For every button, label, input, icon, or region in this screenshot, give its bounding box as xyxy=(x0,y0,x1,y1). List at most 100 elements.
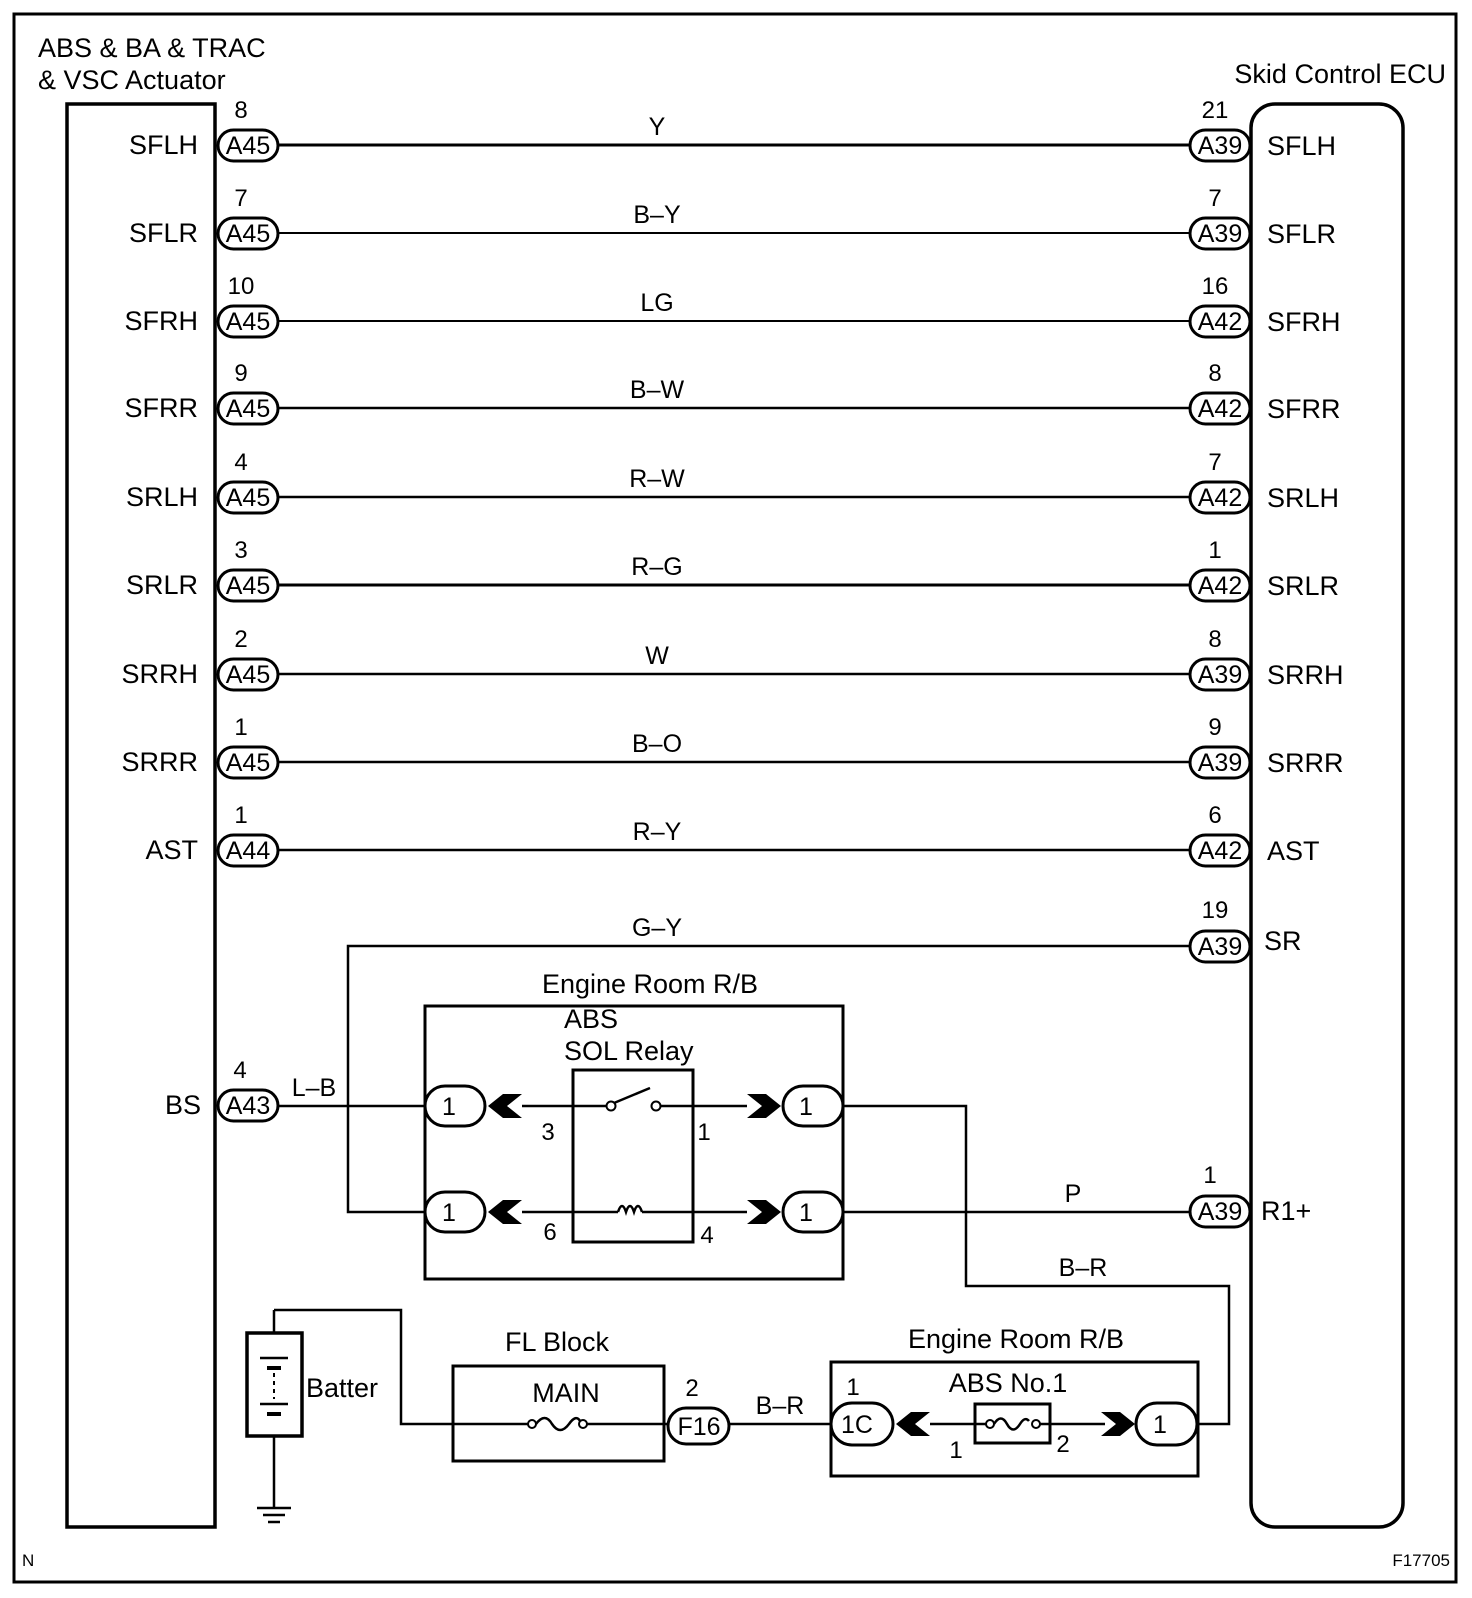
left-signal-label: SFLR xyxy=(129,218,198,248)
fuse-box-title: Engine Room R/B xyxy=(908,1324,1124,1354)
fl-fuse-icon xyxy=(535,1416,582,1432)
left-connector-label: A44 xyxy=(226,837,271,865)
bs-wire-color: L–B xyxy=(292,1074,336,1102)
fuse-box-in-connector xyxy=(829,1401,895,1447)
wire-color-label: R–W xyxy=(629,465,685,493)
relay-label-2: SOL Relay xyxy=(564,1036,694,1066)
right-connector xyxy=(1188,216,1252,251)
fuse-pin-2: 2 xyxy=(1056,1431,1069,1458)
right-connector-label: A42 xyxy=(1198,484,1242,512)
diagram-frame xyxy=(12,12,1458,1584)
relay-switch-blade xyxy=(613,1086,651,1105)
r1-pin: 1 xyxy=(1203,1162,1216,1189)
left-signal-label: SFRH xyxy=(125,306,199,336)
fuse-box-out-connector-label: 1 xyxy=(1153,1411,1167,1439)
left-connector xyxy=(216,391,280,426)
wire-color-label: Y xyxy=(649,113,666,141)
wire-color-label: B–O xyxy=(632,730,682,758)
left-signal-label: SRLR xyxy=(126,570,198,600)
right-signal-label: SRRH xyxy=(1267,660,1344,690)
right-signal-label: SFRR xyxy=(1267,394,1341,424)
actuator-title-line1: ABS & BA & TRAC xyxy=(38,33,266,63)
left-pin-number: 2 xyxy=(234,626,247,653)
fuse-pin-1: 1 xyxy=(949,1437,962,1464)
left-pin-number: 7 xyxy=(234,185,247,212)
wire-color-label: W xyxy=(645,642,669,670)
sr-circuit: G–Y 19 A39 SR xyxy=(346,897,1302,1214)
ecu-title: Skid Control ECU xyxy=(1234,59,1446,89)
right-connector-label: A39 xyxy=(1198,661,1242,689)
relay-coil-icon xyxy=(616,1204,644,1216)
right-pin-number: 7 xyxy=(1208,449,1221,476)
right-signal-label: SFLR xyxy=(1267,219,1336,249)
sr-pin: 19 xyxy=(1202,897,1229,924)
right-connector-label: A42 xyxy=(1198,572,1242,600)
right-connector xyxy=(1188,745,1252,780)
relay-in-connector-top-label: 1 xyxy=(442,1093,456,1121)
wire-color-label: R–G xyxy=(631,553,682,581)
fuse-box-out-arrow xyxy=(1101,1412,1135,1436)
left-signal-label: SRRH xyxy=(121,659,198,689)
right-pin-number: 8 xyxy=(1208,626,1221,653)
fuse-box-out-connector xyxy=(1134,1401,1199,1447)
wire-color-label: LG xyxy=(640,289,673,317)
left-pin-number: 1 xyxy=(234,714,247,741)
fl-block-title: FL Block xyxy=(505,1327,610,1357)
left-pin-number: 9 xyxy=(234,360,247,387)
right-signal-label: AST xyxy=(1267,836,1320,866)
sr-wire-color: G–Y xyxy=(632,914,682,942)
relay-in-connector-top xyxy=(423,1084,487,1128)
left-connector-label: A45 xyxy=(226,308,270,336)
right-signal-label: SFLH xyxy=(1267,131,1336,161)
relay-out-connector-top-label: 1 xyxy=(799,1093,813,1121)
right-connector xyxy=(1188,568,1252,603)
left-pin-number: 1 xyxy=(234,802,247,829)
left-pin-number: 3 xyxy=(234,537,247,564)
abs-sol-relay xyxy=(571,1068,695,1244)
left-connector-label: A45 xyxy=(226,661,270,689)
battery: Batter xyxy=(245,1310,378,1508)
relay-out-connector-bottom xyxy=(781,1190,845,1234)
fuse-box-in-pin: 1 xyxy=(846,1374,859,1401)
r1-connector xyxy=(1188,1194,1252,1229)
sr-signal: SR xyxy=(1264,926,1302,956)
sr-connector-label: A39 xyxy=(1198,933,1242,961)
r1-circuit: P 1 A39 R1+ xyxy=(843,1162,1311,1229)
br-lower-wire-color: B–R xyxy=(756,1392,805,1420)
right-connector-label: A42 xyxy=(1198,837,1242,865)
abs-no1-fuse-terminal-right xyxy=(1031,1419,1041,1429)
bs-signal: BS xyxy=(165,1090,201,1120)
left-signal-label: SRLH xyxy=(126,482,198,512)
right-pin-number: 1 xyxy=(1208,537,1221,564)
right-connector xyxy=(1188,833,1252,868)
relay-out-arrow-bottom xyxy=(747,1200,781,1224)
wire-color-label: R–Y xyxy=(633,818,682,846)
relay-out-arrow-top xyxy=(747,1094,781,1118)
right-pin-number: 8 xyxy=(1208,360,1221,387)
bs-connector-label: A43 xyxy=(226,1092,270,1120)
br-upper-wire xyxy=(843,1104,1231,1426)
relay-pin-4: 4 xyxy=(700,1222,713,1249)
fuse-box-in-arrow xyxy=(896,1412,930,1436)
left-signal-label: AST xyxy=(145,835,198,865)
figure-id: F17705 xyxy=(1392,1551,1450,1570)
left-connector xyxy=(216,657,280,692)
left-connector-label: A45 xyxy=(226,572,270,600)
abs-no1-fuse-terminal-left xyxy=(985,1419,995,1429)
right-connector-label: A42 xyxy=(1198,395,1242,423)
left-connector xyxy=(216,745,280,780)
relay-in-arrow-bottom xyxy=(488,1200,522,1224)
left-connector xyxy=(216,304,280,339)
relay-switch-contact-left xyxy=(605,1100,617,1112)
left-connector-label: A45 xyxy=(226,484,270,512)
right-pin-number: 21 xyxy=(1202,97,1229,124)
right-signal-label: SRLH xyxy=(1267,483,1339,513)
relay-pin-1: 1 xyxy=(697,1119,710,1146)
right-connector-label: A42 xyxy=(1198,308,1242,336)
right-connector xyxy=(1188,391,1252,426)
br-upper-wire-color: B–R xyxy=(1059,1254,1108,1282)
fl-fuse-terminal-right xyxy=(578,1419,588,1429)
ground-icon xyxy=(257,1506,291,1524)
left-pin-number: 8 xyxy=(234,97,247,124)
